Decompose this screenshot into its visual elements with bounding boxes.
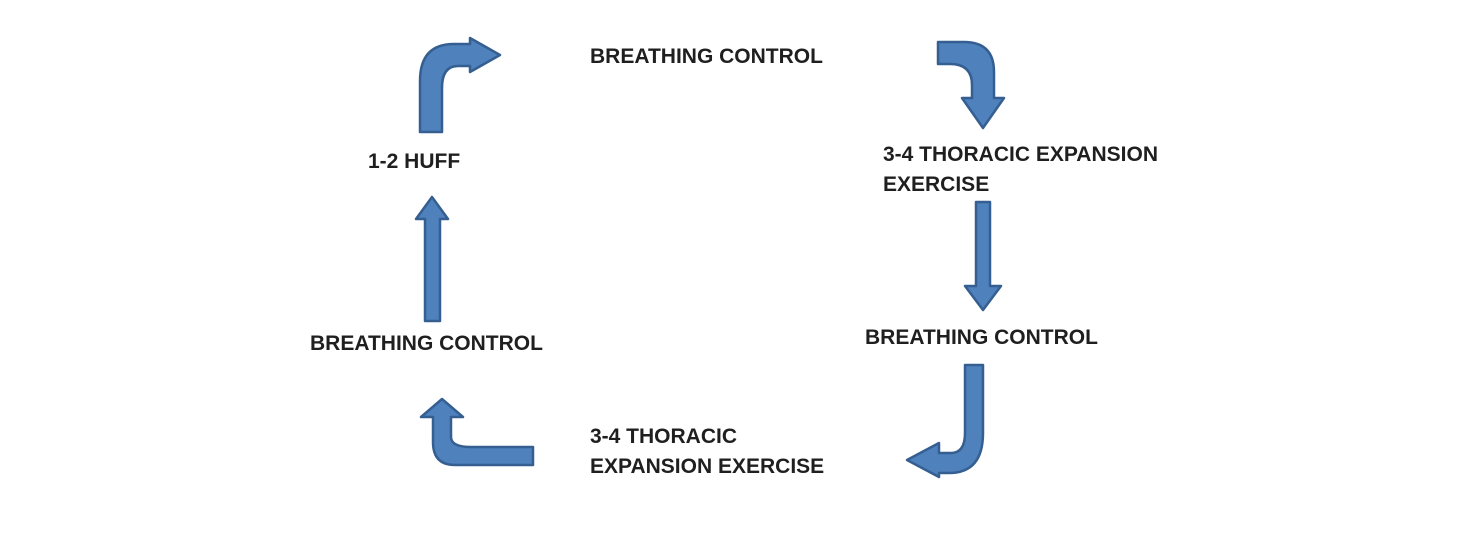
- node-huff: 1-2 HUFF: [368, 150, 461, 173]
- arrow-right-down-icon: [936, 40, 1006, 130]
- node-breathing-control-right: BREATHING CONTROL: [865, 326, 1098, 349]
- node-thoracic-expansion-right: 3-4 THORACIC EXPANSION EXERCISE: [883, 140, 1158, 200]
- node-thoracic-expansion-right-line1: 3-4 THORACIC EXPANSION: [883, 143, 1158, 166]
- node-thoracic-expansion-right-line2: EXERCISE: [883, 173, 990, 196]
- node-breathing-control-top: BREATHING CONTROL: [590, 45, 823, 68]
- arrow-up-right-icon: [418, 36, 502, 134]
- arrow-down-left-icon: [905, 363, 985, 479]
- arrow-up-icon: [414, 195, 450, 323]
- node-breathing-control-left: BREATHING CONTROL: [310, 332, 543, 355]
- arrow-down-icon: [963, 200, 1003, 312]
- node-thoracic-expansion-bottom-line1: 3-4 THORACIC: [590, 425, 738, 448]
- node-thoracic-expansion-bottom: 3-4 THORACIC EXPANSION EXERCISE: [590, 422, 824, 482]
- arrow-left-up-icon: [419, 397, 535, 467]
- node-thoracic-expansion-bottom-line2: EXPANSION EXERCISE: [590, 455, 825, 478]
